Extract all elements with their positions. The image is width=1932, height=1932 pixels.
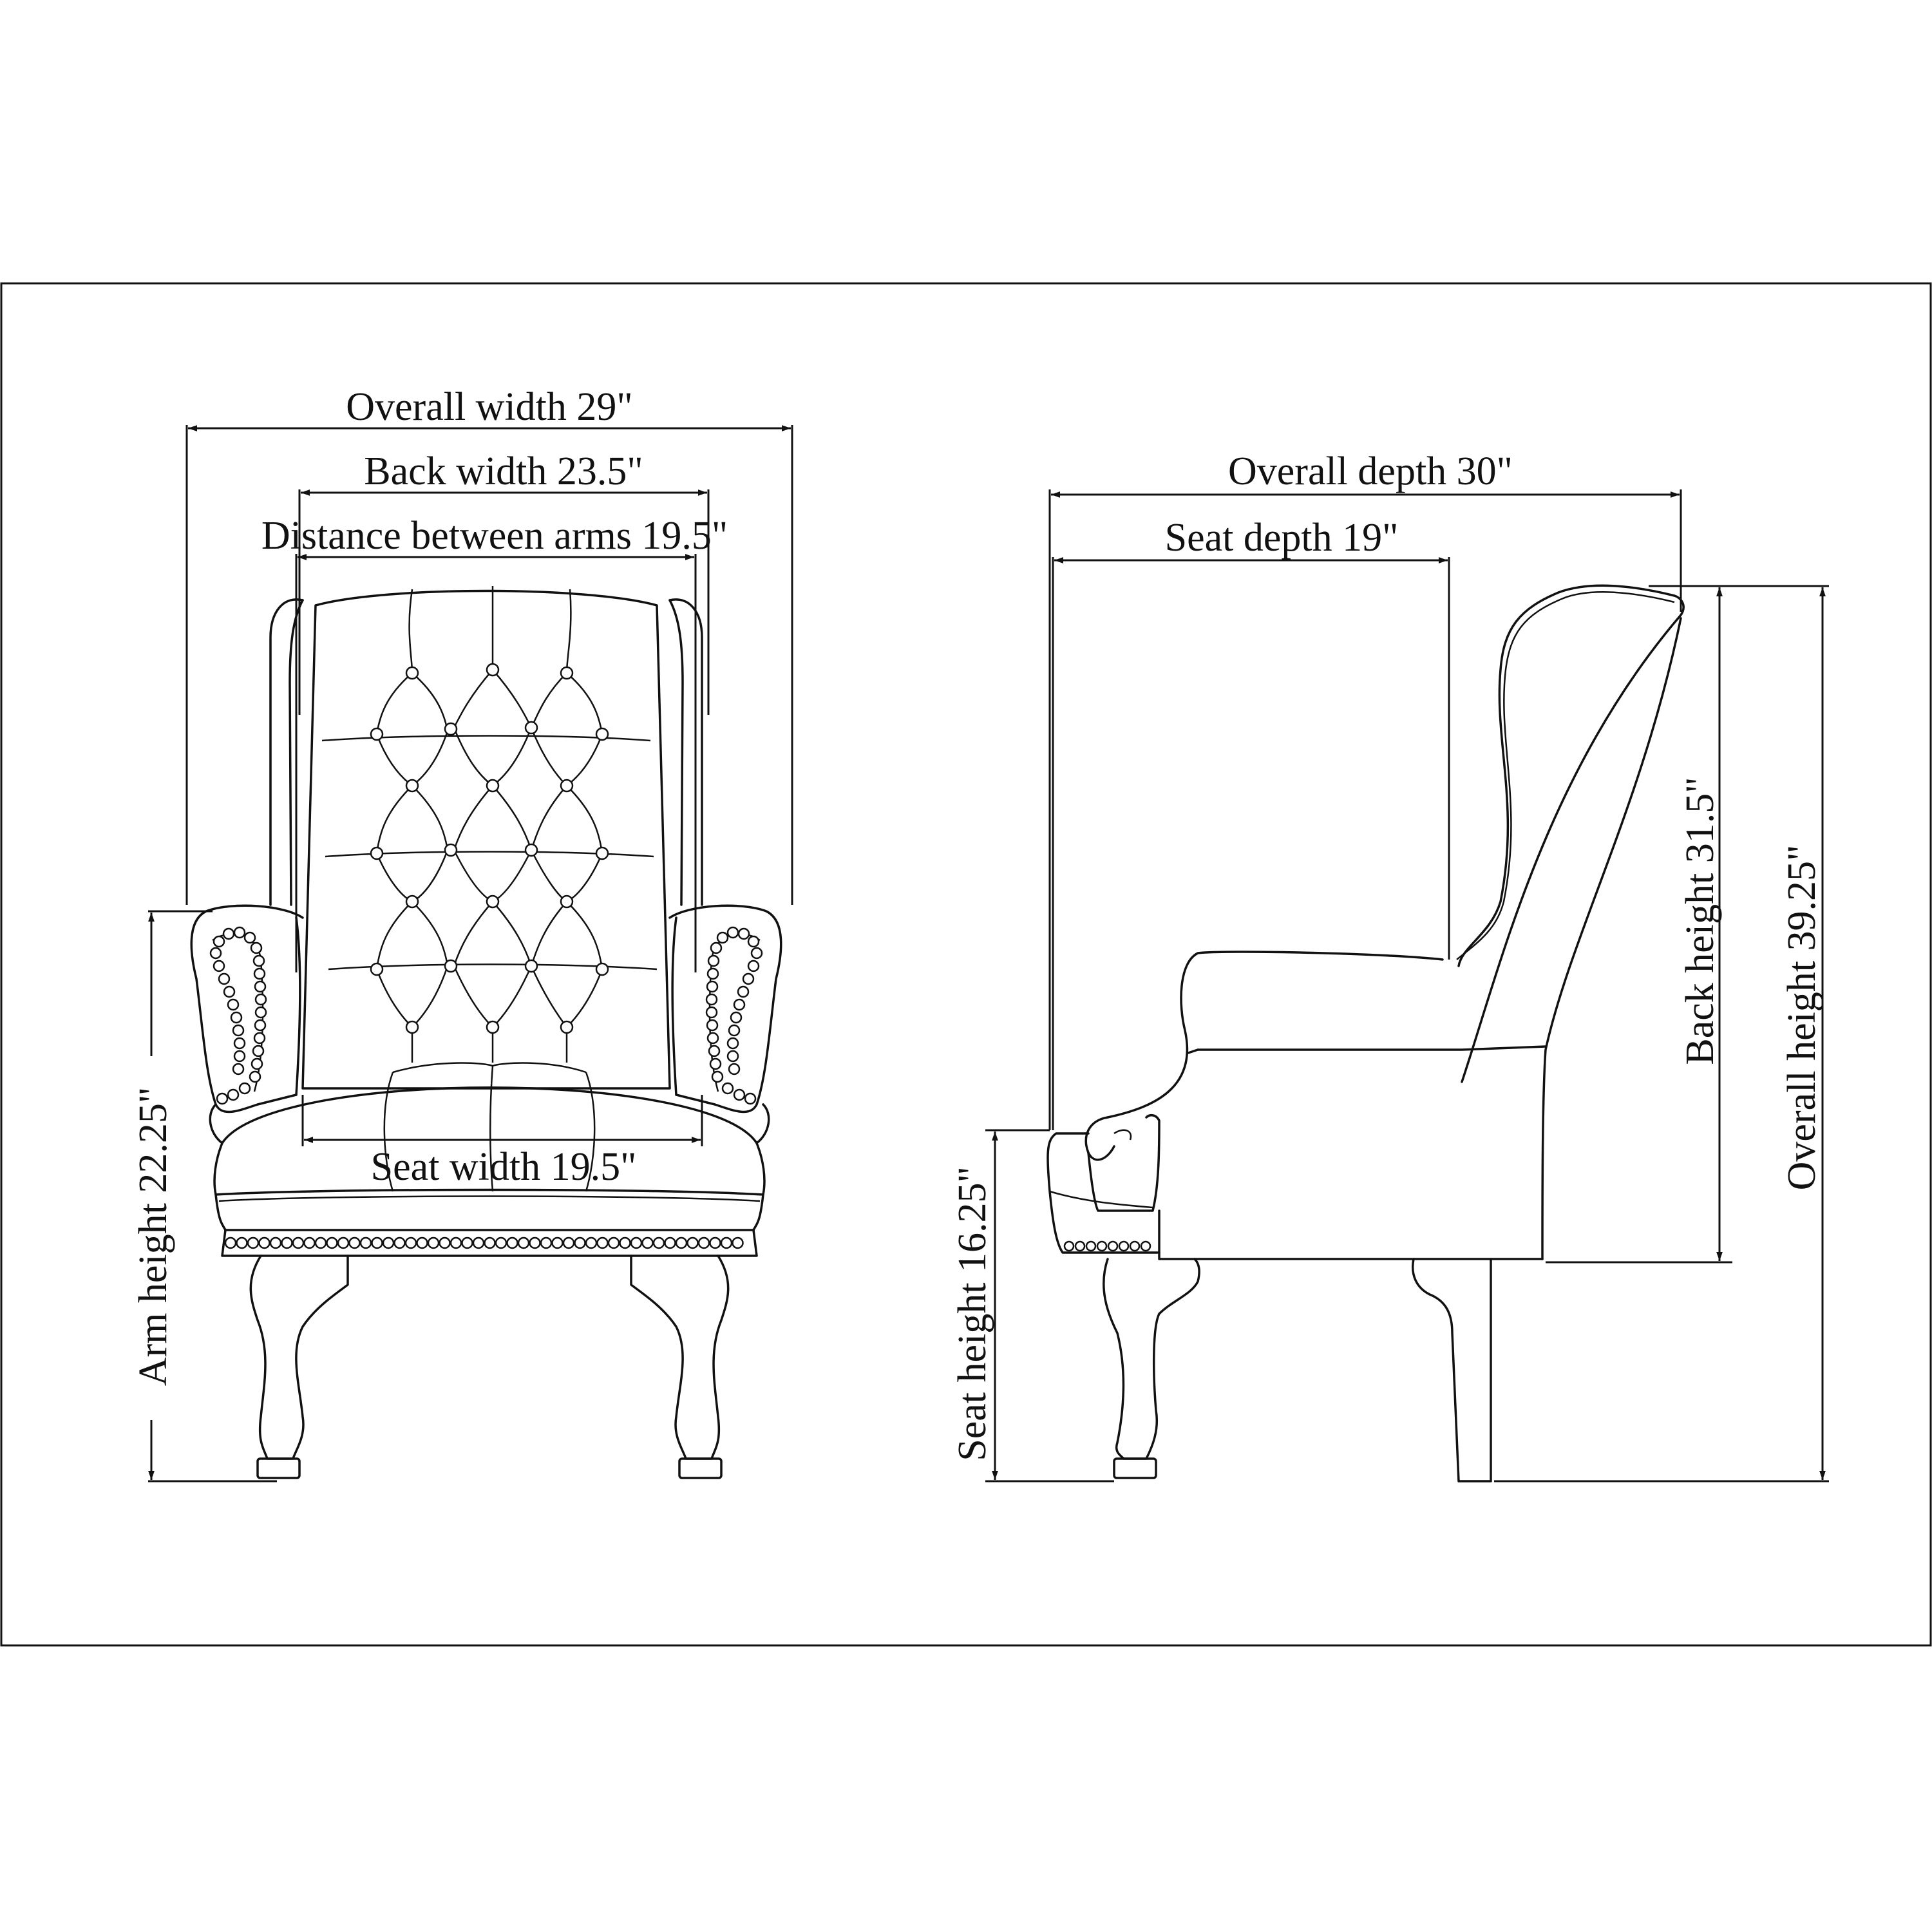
nail-head-stud [236,1236,248,1249]
nail-head-stud [416,1236,428,1249]
nail-head-stud [393,1236,406,1249]
nail-head-stud [630,1236,643,1249]
nail-head-stud [292,1236,305,1249]
nail-head-stud [697,1236,710,1249]
side-view-dimensions [985,489,1829,1482]
nail-head-stud [1085,1240,1097,1252]
nail-head-stud [574,1236,586,1249]
arm-studs-right [705,926,763,1105]
label-overall-depth: Overall depth 30" [1228,450,1513,493]
nail-head-stud [258,1236,270,1249]
side-view-chair [1046,584,1685,1482]
nail-head-stud [461,1236,473,1249]
nail-head-stud [450,1236,462,1249]
label-arm-height: Arm height 22.25" [131,1087,175,1386]
nail-head-stud [404,1236,417,1249]
nail-head-stud [641,1236,654,1249]
nail-head-stud [529,1236,541,1249]
nail-head-stud [607,1236,620,1249]
nail-head-stud [664,1236,676,1249]
nail-head-stud [551,1236,564,1249]
nail-head-stud [619,1236,631,1249]
nail-head-stud [1063,1240,1075,1252]
nail-head-stud [348,1236,361,1249]
nail-head-stud [596,1236,609,1249]
nail-head-stud [1096,1240,1108,1252]
nail-head-stud [1140,1240,1151,1252]
nail-head-stud [1118,1240,1130,1252]
nail-head-stud [652,1236,665,1249]
nail-head-stud [281,1236,293,1249]
nail-head-stud [326,1236,338,1249]
tufting-buttons [370,663,609,1034]
label-seat-depth: Seat depth 19" [1165,516,1399,560]
drawing-frame [0,282,1932,1647]
side-seat-studs [1063,1240,1151,1252]
nail-head-stud [247,1236,260,1249]
label-overall-width: Overall width 29" [346,385,632,429]
label-back-width: Back width 23.5" [364,450,643,493]
nail-head-stud [337,1236,350,1249]
nail-head-stud [506,1236,518,1249]
nail-head-stud [585,1236,598,1249]
front-view-chair [190,586,782,1479]
nail-head-stud [540,1236,553,1249]
label-seat-height: Seat height 16.25" [951,1166,994,1461]
diamond-tufting [375,669,603,1063]
label-distance-between-arms: Distance between arms 19.5" [261,514,728,558]
nail-head-stud [732,1236,744,1249]
nail-head-stud [1129,1240,1141,1252]
nail-head-stud [303,1236,316,1249]
label-overall-height: Overall height 39.25" [1780,845,1824,1191]
label-seat-width: Seat width 19.5" [371,1145,637,1189]
nail-head-stud [382,1236,395,1249]
nail-head-stud [314,1236,327,1249]
nail-head-stud [709,1236,721,1249]
nail-head-stud [495,1236,507,1249]
arm-studs-left [209,926,267,1105]
nail-head-stud [1107,1240,1119,1252]
label-back-height: Back height 31.5" [1678,777,1722,1065]
nail-head-stud [439,1236,451,1249]
nail-head-stud [484,1236,496,1249]
nail-head-stud [517,1236,530,1249]
nail-head-stud [1074,1240,1086,1252]
nail-head-stud [224,1236,237,1249]
nail-head-stud [720,1236,733,1249]
nail-head-stud [269,1236,282,1249]
seat-studs-front [224,1236,744,1249]
nail-head-stud [562,1236,575,1249]
nail-head-stud [427,1236,440,1249]
nail-head-stud [359,1236,372,1249]
front-view-dimensions [148,425,793,1482]
nail-head-stud [675,1236,688,1249]
nail-head-stud [687,1236,699,1249]
nail-head-stud [472,1236,485,1249]
nail-head-stud [371,1236,383,1249]
